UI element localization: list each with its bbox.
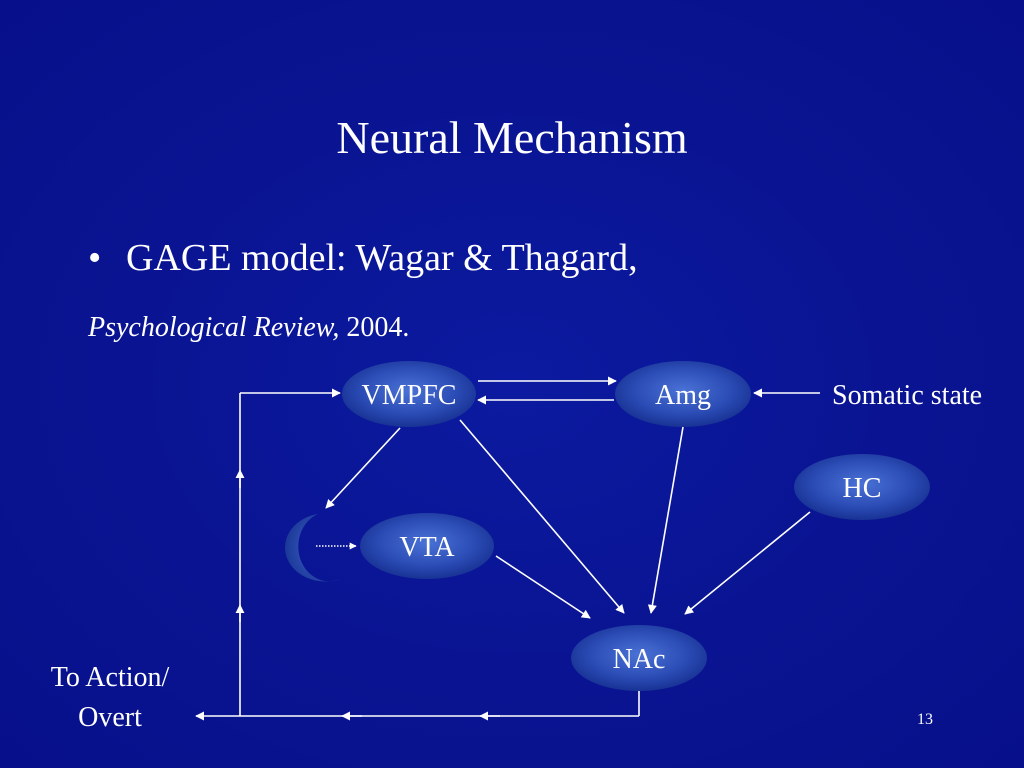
- bullet-item: • GAGE model: Wagar & Thagard,: [88, 232, 638, 284]
- slide-title: Neural Mechanism: [336, 112, 688, 163]
- bullet-text: GAGE model: Wagar & Thagard,: [126, 237, 638, 279]
- node-vmpfc-label: VMPFC: [362, 380, 457, 411]
- citation-journal: Psychological Review,: [88, 312, 340, 343]
- bullet-marker: •: [88, 237, 102, 279]
- citation-year: 2004.: [339, 312, 410, 343]
- edge-vmpfc-to-nac: [459, 419, 625, 614]
- page-number: 13: [917, 711, 933, 728]
- edge-hc-to-nac: [684, 511, 811, 615]
- somatic-state-label: Somatic state: [832, 380, 982, 411]
- node-nac: NAc: [571, 625, 707, 691]
- node-amg: Amg: [615, 361, 751, 427]
- node-vta-label: VTA: [399, 532, 455, 563]
- edge-amg-to-nac: [647, 426, 684, 614]
- citation: Psychological Review, 2004.: [88, 308, 409, 348]
- node-vmpfc: VMPFC: [342, 361, 476, 427]
- vta-crescent-shape: [285, 514, 340, 582]
- to-action-label-line2: Overt: [78, 702, 142, 733]
- diagram-edges: [195, 376, 820, 721]
- to-action-label-line1: To Action/: [51, 662, 170, 693]
- edge-vmpfc-to-vta: [325, 427, 401, 509]
- node-hc: HC: [794, 454, 930, 520]
- node-vta: VTA: [360, 513, 494, 579]
- node-amg-label: Amg: [655, 380, 711, 411]
- edge-vta-to-nac: [495, 555, 591, 619]
- node-hc-label: HC: [843, 473, 882, 504]
- node-nac-label: NAc: [613, 644, 666, 675]
